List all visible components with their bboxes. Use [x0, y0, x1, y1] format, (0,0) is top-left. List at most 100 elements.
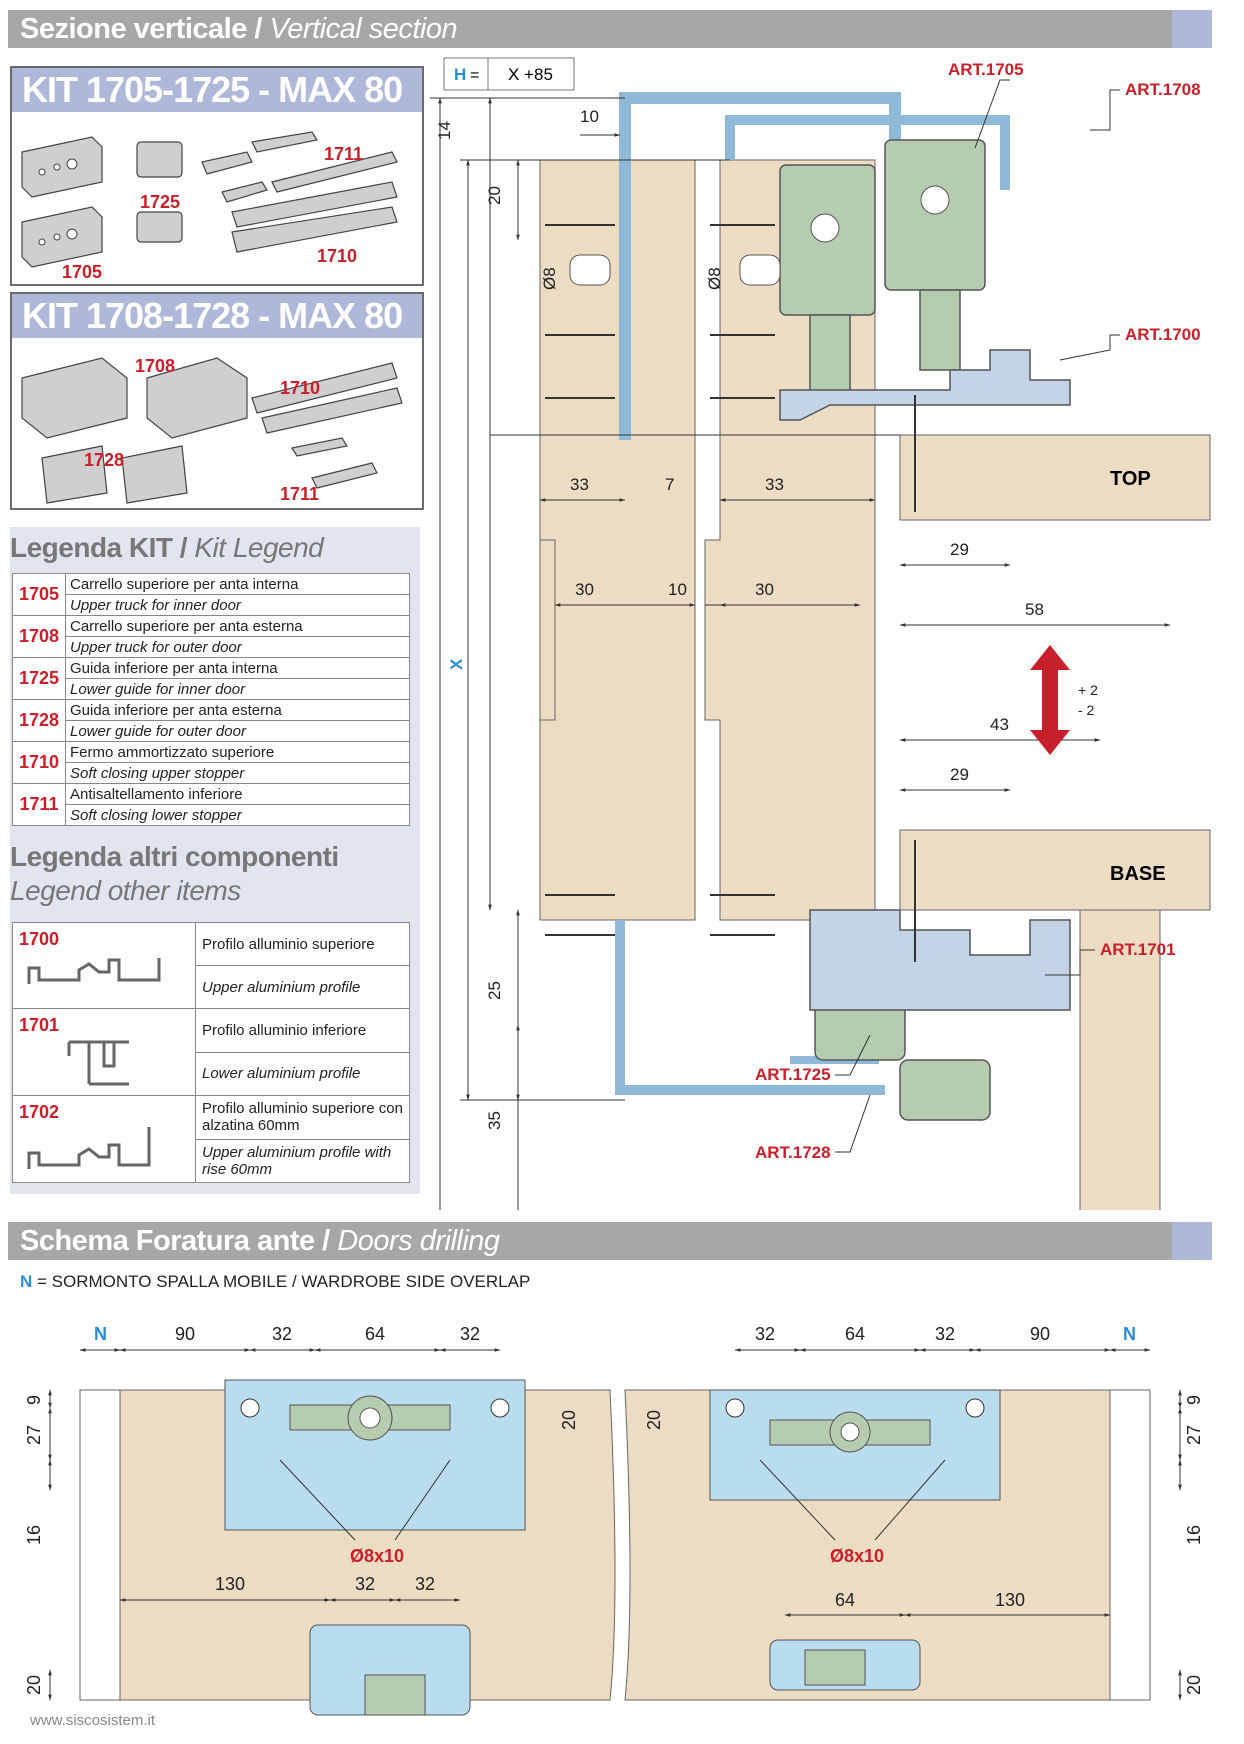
hole-spec-left: Ø8x10	[350, 1546, 404, 1566]
dim-7: 7	[665, 475, 674, 494]
table-row: Upper truck for inner door	[13, 594, 410, 616]
dim-32-left-b: 32	[460, 1324, 480, 1344]
screws	[545, 224, 916, 962]
legend-code: 1728	[12, 699, 66, 742]
dim-32-bottom-b: 32	[415, 1574, 435, 1594]
section-title-en: Vertical section	[269, 13, 458, 45]
lower-bracket-outer	[615, 920, 885, 1095]
dim-10b: 10	[668, 580, 687, 599]
dim-20-left: 20	[24, 1675, 44, 1695]
hole-icon	[965, 1398, 985, 1418]
kit-legend-title-it: Legenda KIT	[10, 532, 173, 563]
legend-code-text: 1701	[19, 1015, 60, 1035]
dim-20-right: 20	[1184, 1675, 1204, 1695]
dim-130-left: 130	[215, 1574, 245, 1594]
art-1708-label: ART.1708	[1125, 80, 1201, 99]
dim-n-left: N	[94, 1324, 107, 1344]
dim-64-bottom: 64	[835, 1590, 855, 1610]
legend-it: Profilo alluminio inferiore	[195, 1008, 410, 1053]
other-legend-title-it: Legenda altri componenti	[10, 841, 339, 872]
profile-1702-icon	[27, 1127, 151, 1169]
dim-90-left: 90	[175, 1324, 195, 1344]
adjustment-arrow-icon	[1030, 645, 1070, 755]
profile-1700	[779, 349, 1071, 421]
footer-url: www.siscosistem.it	[30, 1712, 156, 1729]
kit-title: KIT 1705-1725 - MAX 80 KG	[12, 68, 422, 154]
dim-16-left: 16	[24, 1525, 44, 1545]
dim-d8a: Ø8	[540, 267, 559, 290]
table-row: Lower guide for inner door	[13, 678, 410, 700]
legend-code: 1725	[12, 657, 66, 700]
dim-32-right-a: 32	[755, 1324, 775, 1344]
n-symbol: N	[20, 1272, 33, 1291]
section-title-it: Schema Foratura ante	[20, 1225, 315, 1257]
legend-code: 1705	[12, 573, 66, 616]
dim-20: 20	[485, 186, 504, 205]
header-accent	[1172, 1222, 1212, 1260]
side-panel	[1079, 909, 1161, 1210]
dim-90-right: 90	[1030, 1324, 1050, 1344]
table-row: Lower guide for outer door	[13, 720, 410, 742]
truck-1708-base	[919, 289, 961, 371]
legend-it: Guida inferiore per anta esterna	[65, 699, 410, 721]
kit-label-1711: 1711	[280, 484, 319, 504]
title-separator: /	[322, 1225, 330, 1257]
section-header-vertical: Sezione verticale / Vertical section	[8, 10, 1212, 48]
dim-29b: 29	[950, 765, 969, 784]
h-eq: =	[470, 67, 479, 84]
hole-spec-right: Ø8x10	[830, 1546, 884, 1566]
vertical-section-diagram: H = X +85 TOP BASE	[430, 57, 1211, 1210]
dim-33b: 33	[765, 475, 784, 494]
kit-title: KIT 1708-1728 - MAX 80 KG	[12, 294, 422, 380]
dim-64-left: 64	[365, 1324, 385, 1344]
tolerance-minus: - 2	[1078, 702, 1095, 718]
dim-d8b: Ø8	[705, 267, 724, 290]
profile-1701	[809, 909, 1071, 1011]
dim-33a: 33	[570, 475, 589, 494]
legend-it: Carrello superiore per anta interna	[65, 573, 410, 595]
dim-20-inner-right: 20	[644, 1410, 664, 1430]
base-label: BASE	[1110, 863, 1166, 885]
dim-32-left-a: 32	[272, 1324, 292, 1344]
h-formula: X +85	[508, 65, 553, 84]
dim-X: X	[447, 658, 466, 670]
dim-30a: 30	[575, 580, 594, 599]
drilling-diagram: N 90 32 64 32 32 64 32 90 N 9 27 16 20 9…	[24, 1324, 1204, 1716]
legend-it: Carrello superiore per anta esterna	[65, 615, 410, 637]
art-1705-label: ART.1705	[948, 60, 1024, 79]
dim-9-left: 9	[24, 1395, 44, 1405]
wheel-icon	[920, 185, 950, 215]
dim-9-right: 9	[1184, 1395, 1204, 1405]
top-panel	[899, 434, 1211, 521]
dim-n-right: N	[1123, 1324, 1136, 1344]
legend-code: 1701	[12, 1008, 196, 1096]
legend-en: Soft closing upper stopper	[65, 762, 410, 784]
truck-1705-base	[809, 314, 851, 396]
table-row: Upper aluminium profile	[13, 965, 410, 1009]
kit-1705-box: KIT 1705-1725 - MAX 80 KG 1711 1725 1710…	[10, 66, 424, 286]
kit-1705-illustration: 1711 1725 1710 1705	[21, 131, 398, 282]
h-formula-box	[443, 57, 575, 91]
art-1725-label: ART.1725	[755, 1065, 831, 1084]
other-legend-title-en: Legend other items	[10, 875, 241, 906]
legend-en: Lower aluminium profile	[195, 1051, 410, 1096]
table-row: 1701 Profilo alluminio inferiore	[12, 1008, 410, 1096]
art-1728-label: ART.1728	[755, 1143, 831, 1162]
legend-code: 1700	[12, 922, 196, 1009]
dim-27-right: 27	[1184, 1425, 1204, 1445]
profile-1700-icon	[27, 958, 161, 984]
kit-label-1705: 1705	[62, 262, 102, 282]
dim-130-right: 130	[995, 1590, 1025, 1610]
dim-20-inner-left: 20	[559, 1410, 579, 1430]
kit-label-1710: 1710	[280, 378, 320, 398]
dim-16-right: 16	[1184, 1525, 1204, 1545]
table-row: Soft closing upper stopper	[13, 762, 410, 784]
legend-en: Upper aluminium profile	[195, 965, 410, 1009]
dim-10: 10	[580, 107, 599, 126]
dim-35: 35	[485, 1111, 504, 1130]
